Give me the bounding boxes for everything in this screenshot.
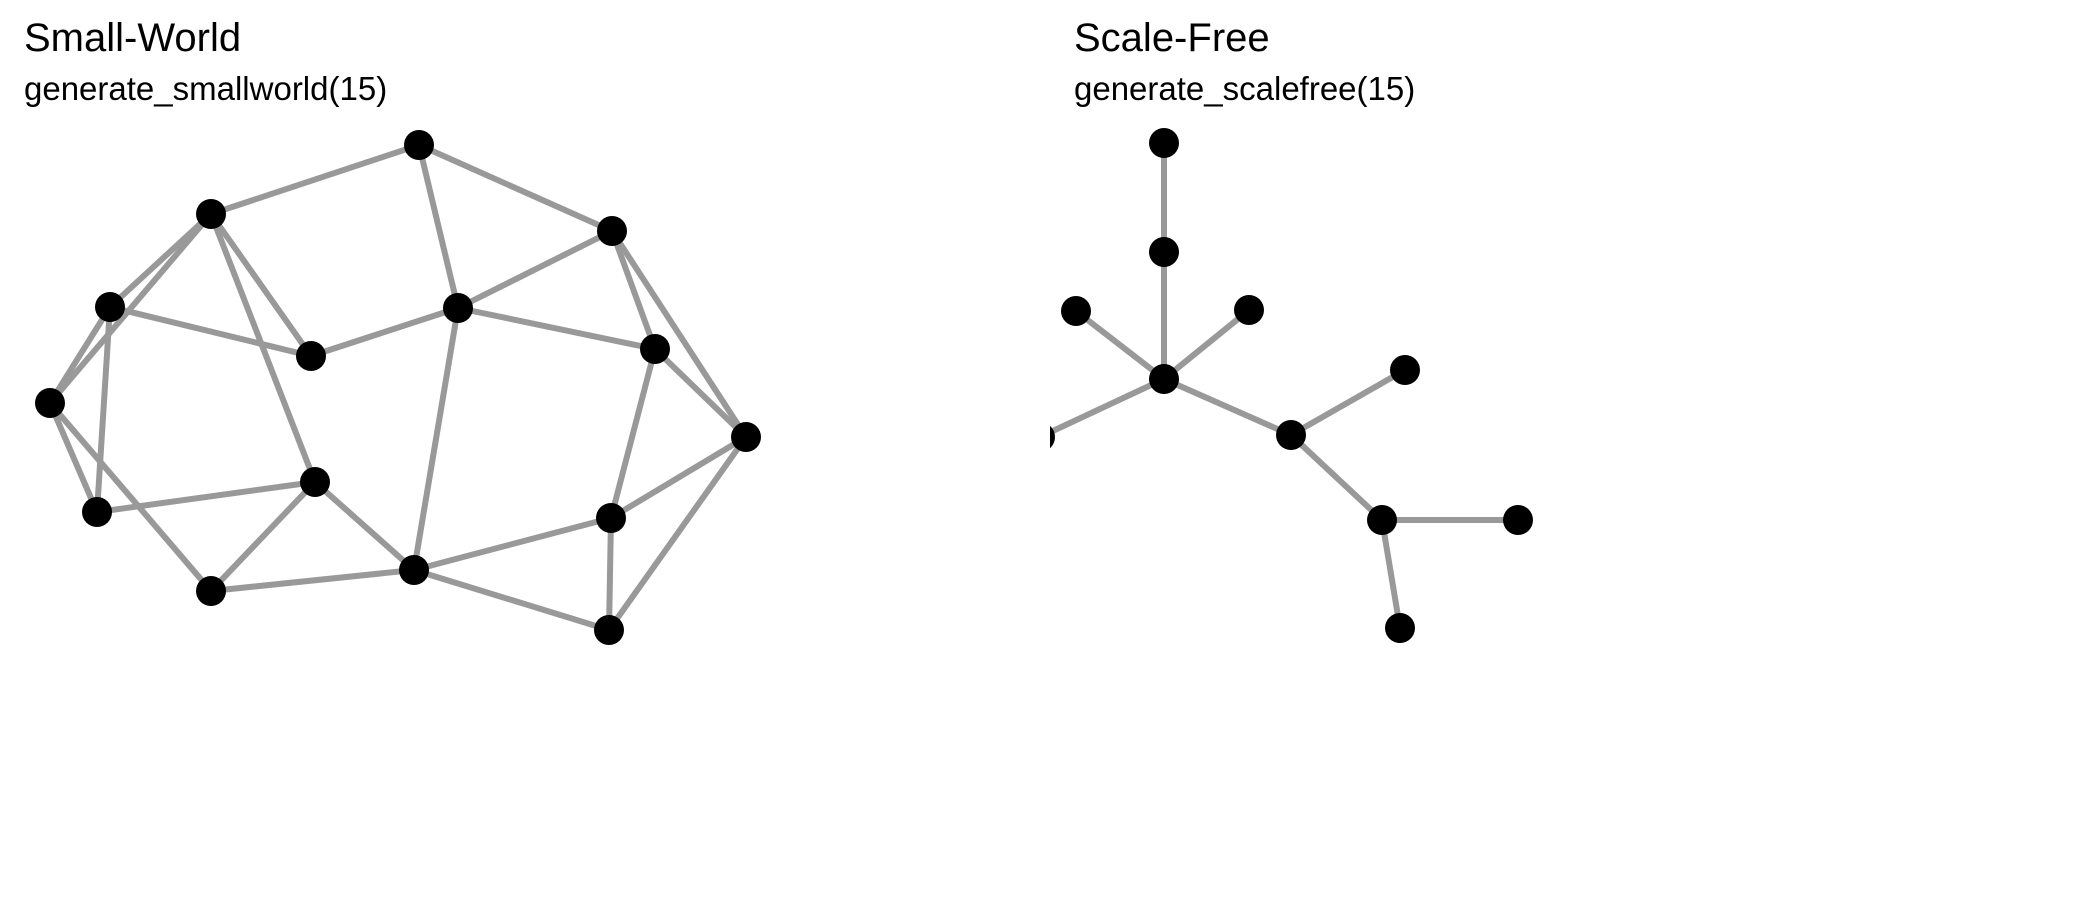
panel-scale-free: Scale-Free generate_scalefree(15) bbox=[1050, 0, 2100, 900]
scale-free-graph bbox=[1050, 128, 1533, 643]
graph-edge bbox=[1162, 307, 1251, 382]
small-world-graph bbox=[35, 130, 761, 645]
graph-edge bbox=[47, 401, 214, 593]
scale-free-nodes bbox=[1050, 128, 1533, 643]
small-world-nodes bbox=[35, 130, 761, 645]
small-world-edges bbox=[47, 142, 749, 633]
graph-node bbox=[731, 422, 761, 452]
graph-node bbox=[1061, 296, 1091, 326]
graph-edge bbox=[652, 346, 749, 440]
graph-edge bbox=[1162, 376, 1293, 438]
graph-edge bbox=[606, 517, 614, 631]
graph-edge bbox=[609, 229, 749, 439]
graph-node bbox=[196, 199, 226, 229]
graph-edge bbox=[208, 212, 314, 358]
graph-edge bbox=[208, 212, 318, 484]
graph-node bbox=[594, 615, 624, 645]
graph-edge bbox=[606, 435, 749, 632]
graph-edge bbox=[1074, 308, 1166, 382]
graph-node bbox=[82, 497, 112, 527]
graph-node bbox=[1234, 295, 1264, 325]
graph-edge bbox=[313, 479, 416, 573]
graph-node bbox=[35, 388, 65, 418]
graph-node bbox=[1276, 420, 1306, 450]
graph-edge bbox=[47, 212, 214, 405]
graph-node bbox=[1503, 505, 1533, 535]
graph-node bbox=[1050, 425, 1055, 449]
graph-edge bbox=[1288, 432, 1385, 523]
graph-node bbox=[404, 130, 434, 160]
graph-edge bbox=[413, 567, 610, 633]
graph-edge bbox=[94, 306, 113, 513]
graph-edge bbox=[208, 479, 318, 594]
graph-edge bbox=[1289, 367, 1407, 438]
graph-node bbox=[443, 293, 473, 323]
graph-node bbox=[399, 555, 429, 585]
graph-edge bbox=[210, 567, 415, 594]
graph-node bbox=[1149, 237, 1179, 267]
graph-edge bbox=[417, 142, 614, 234]
graph-edge bbox=[310, 305, 459, 359]
graph-node bbox=[300, 467, 330, 497]
graph-edge bbox=[210, 142, 420, 217]
graph-edge bbox=[47, 401, 100, 514]
graph-node bbox=[596, 503, 626, 533]
graph-edge bbox=[1050, 376, 1166, 436]
graph-edge bbox=[109, 304, 312, 359]
graph-node bbox=[95, 292, 125, 322]
graph-node bbox=[1149, 128, 1179, 158]
graph-edge bbox=[608, 348, 658, 519]
graph-edge bbox=[416, 144, 461, 309]
graph-edge bbox=[1379, 519, 1403, 629]
graph-node bbox=[1149, 364, 1179, 394]
graph-node bbox=[1367, 505, 1397, 535]
graph-edge bbox=[413, 515, 612, 573]
graph-node bbox=[1385, 613, 1415, 643]
graph-node bbox=[196, 576, 226, 606]
panel-small-world: Small-World generate_smallworld(15) bbox=[24, 16, 761, 645]
graph-edge bbox=[609, 229, 658, 351]
graph-node bbox=[640, 334, 670, 364]
graph-edge bbox=[47, 305, 113, 405]
graph-edge bbox=[457, 305, 656, 352]
graph-edge bbox=[96, 479, 316, 515]
graph-node bbox=[296, 341, 326, 371]
scale-free-edges bbox=[1050, 143, 1518, 629]
graph-node bbox=[597, 216, 627, 246]
graph-edge bbox=[411, 307, 461, 571]
graph-edge bbox=[609, 434, 748, 521]
graph-node bbox=[1390, 355, 1420, 385]
graph-edge bbox=[456, 228, 614, 311]
